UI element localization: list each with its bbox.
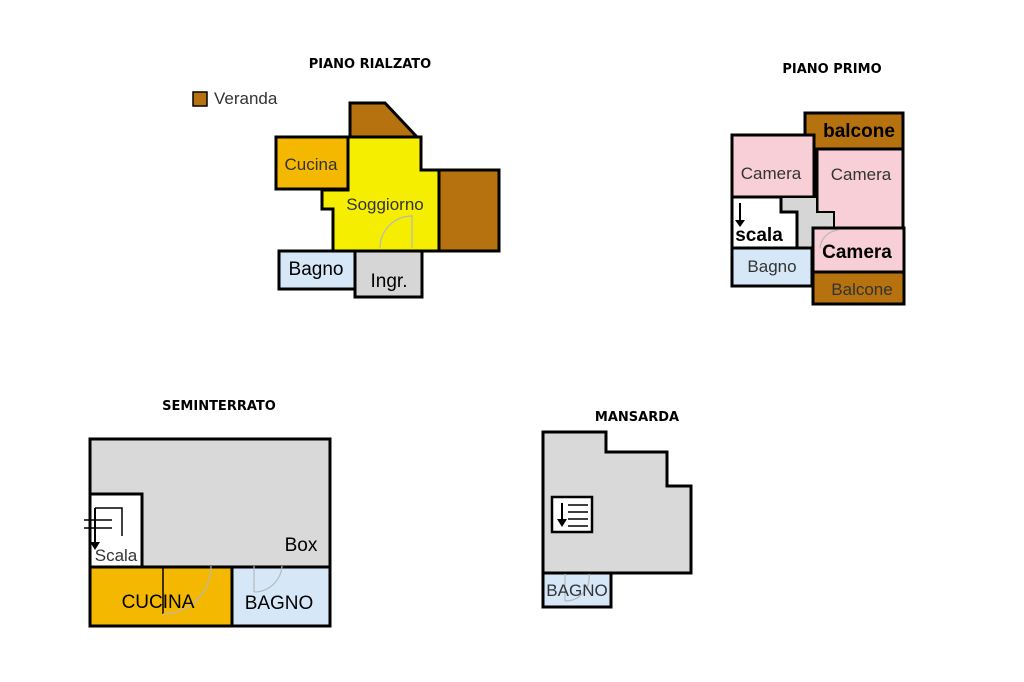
cucina-door-arc — [162, 565, 212, 615]
cucina-seminterrato-label: CUCINA — [122, 592, 195, 613]
bagno-mansarda-label: BAGNO — [546, 581, 607, 600]
veranda-legend-swatch — [192, 91, 208, 107]
scala-seminterrato-room — [88, 492, 144, 569]
bagno-seminterrato-label: BAGNO — [245, 593, 314, 614]
piano-primo-plan: PIANO PRIMO balcone Camera Camera scala … — [730, 62, 906, 306]
cucina-room — [274, 135, 350, 191]
balcone-top-area — [803, 111, 905, 151]
camera-bottom-label: Camera — [822, 242, 892, 263]
seminterrato-title: SEMINTERRATO — [162, 399, 276, 414]
ingresso-room — [353, 249, 424, 299]
camera-left-room — [730, 133, 816, 199]
mansarda-arrow-head — [557, 519, 567, 527]
mansarda-plan: MANSARDA BAGNO — [541, 410, 693, 609]
box-label: Box — [285, 535, 318, 556]
camera-left-label: Camera — [741, 164, 802, 183]
balcone-bottom-area — [811, 270, 906, 306]
ingresso-label: Ingr. — [371, 271, 408, 292]
cucina-seminterrato-room — [88, 565, 234, 628]
soggiorno-label: Soggiorno — [346, 195, 424, 214]
piano-rialzato-title: PIANO RIALZATO — [309, 57, 431, 72]
scala-arrow-head — [735, 220, 745, 227]
scala-step-line-1 — [95, 507, 123, 536]
bagno-seminterrato-room — [230, 565, 332, 628]
veranda-top-area — [348, 101, 421, 139]
scala-label: scala — [735, 225, 783, 246]
bagno-mansarda-room — [541, 571, 613, 609]
bagno-mansarda-door-arc — [564, 573, 590, 602]
balcone-bottom-label: Balcone — [831, 280, 892, 299]
camera-door-arc — [819, 229, 839, 249]
scala-seminterrato-label: Scala — [95, 546, 138, 565]
soggiorno-door-arc — [379, 215, 413, 249]
piano-primo-title: PIANO PRIMO — [782, 62, 881, 77]
scala-seminterrato-arrow-head — [90, 542, 100, 550]
seminterrato-plan: SEMINTERRATO Box Scala CUCINA BAGNO — [84, 399, 332, 628]
balcone-top-label: balcone — [823, 121, 895, 142]
bagno-door-arc — [253, 565, 283, 593]
cucina-label: Cucina — [285, 155, 338, 174]
camera-right-label: Camera — [831, 165, 892, 184]
bagno-room — [277, 249, 357, 291]
piano-rialzato-plan: PIANO RIALZATO Veranda Cucina Soggiorno … — [192, 57, 501, 299]
bagno-label: Bagno — [289, 259, 344, 280]
veranda-legend-label: Veranda — [214, 89, 278, 108]
veranda-right-area — [437, 168, 501, 253]
bagno-primo-room — [730, 246, 814, 288]
bagno-primo-label: Bagno — [747, 257, 796, 276]
mansarda-title: MANSARDA — [595, 410, 679, 425]
